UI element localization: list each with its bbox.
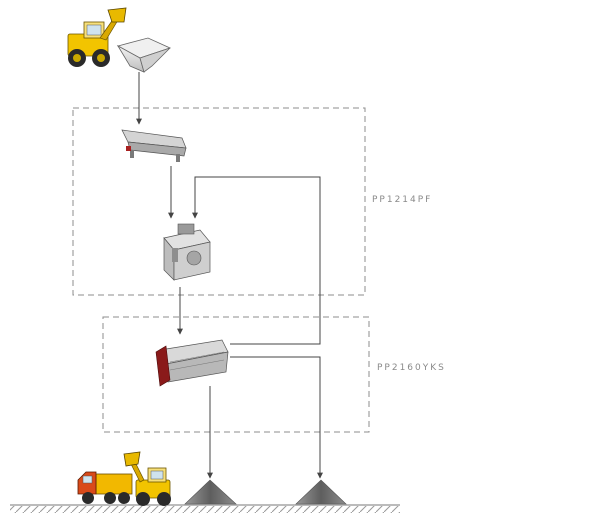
flow-screen-to-pile-2 — [230, 356, 323, 479]
module-box-pf — [72, 107, 366, 296]
ground-line — [10, 504, 400, 513]
module-label-yks: PP2160YKS — [377, 363, 446, 373]
impact-crusher-icon — [163, 223, 211, 281]
stockpile-1-icon — [184, 479, 237, 505]
hopper-icon — [116, 37, 172, 73]
wheel-loader-bottom-icon — [123, 451, 171, 506]
module-label-pf: PP1214PF — [372, 195, 432, 205]
dump-truck-icon — [77, 471, 133, 504]
vibrating-feeder-icon — [121, 129, 187, 162]
wheel-loader-icon — [67, 7, 127, 67]
flow-return-to-crusher — [192, 176, 321, 345]
stockpile-2-icon — [295, 479, 347, 505]
vibrating-screen-icon — [155, 339, 229, 387]
module-box-yks — [102, 316, 370, 433]
